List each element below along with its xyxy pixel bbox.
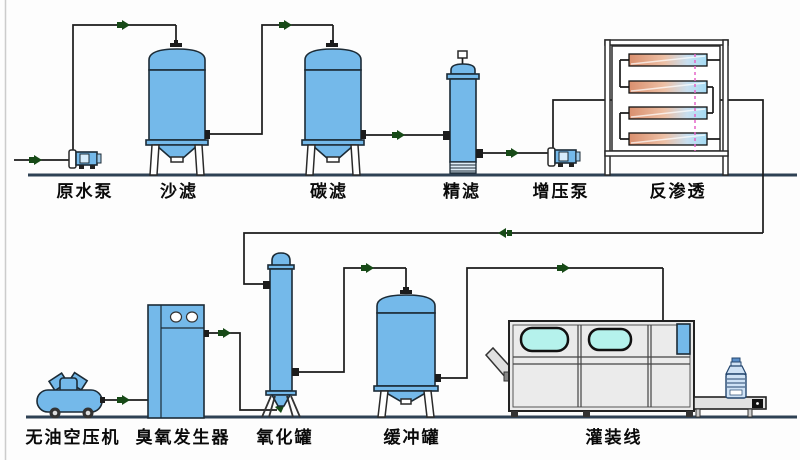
fine-filter-column xyxy=(443,50,483,174)
reverse-osmosis-unit xyxy=(604,39,729,176)
label-ozone-generator: 臭氧发生器 xyxy=(135,428,231,448)
ozone-dial-right xyxy=(185,311,199,323)
ozone-dial-left xyxy=(169,311,183,323)
valve-rawpump-discharge xyxy=(117,20,130,30)
valves xyxy=(29,20,570,413)
ozone-generator-cabinet xyxy=(147,304,209,419)
valve-ozone-outlet xyxy=(218,328,231,338)
raw-water-pump xyxy=(68,149,102,170)
filling-line-machine xyxy=(484,320,767,418)
membrane-highlights xyxy=(630,55,706,144)
outfeed-conveyor xyxy=(693,396,767,418)
machine-blue-panel xyxy=(676,323,691,355)
porthole-window-1 xyxy=(519,326,570,353)
sand-filter-tank xyxy=(145,39,211,176)
label-raw-water-pump: 原水泵 xyxy=(56,182,114,202)
label-sand-filter: 沙滤 xyxy=(160,182,198,202)
buffer-tank xyxy=(373,287,441,418)
valve-ro-transfer xyxy=(498,228,512,238)
pipe-booster-to-ro xyxy=(552,99,612,149)
label-filling-line: 灌装线 xyxy=(585,428,643,448)
oil-free-air-compressor xyxy=(36,371,105,419)
valve-carbon-outlet xyxy=(392,130,405,140)
water-bottle xyxy=(725,357,747,399)
valve-sand-outlet xyxy=(279,20,292,30)
pipe-ozone-to-oxidation xyxy=(208,332,277,411)
label-buffer-tank: 缓冲罐 xyxy=(383,428,441,448)
label-carbon-filter: 碳滤 xyxy=(310,182,348,202)
oxidation-tank-column xyxy=(261,252,301,418)
valve-oxidation-outlet xyxy=(361,263,374,273)
booster-pump xyxy=(547,147,581,168)
valve-buffer-outlet xyxy=(557,263,570,273)
porthole-window-2 xyxy=(587,327,633,352)
label-oxidation-tank: 氧化罐 xyxy=(256,428,314,448)
pipe-ro-to-oxidation xyxy=(243,232,763,285)
carbon-filter-tank xyxy=(301,39,367,176)
pipe-ro-outlet xyxy=(720,99,764,233)
pipe-oxidation-to-buffer xyxy=(296,267,407,373)
label-reverse-osmosis: 反渗透 xyxy=(649,182,707,202)
valve-fine-outlet xyxy=(506,148,519,158)
label-fine-filter: 精滤 xyxy=(443,182,481,202)
membrane-connectors xyxy=(619,59,720,140)
valve-feed xyxy=(29,155,42,165)
label-booster-pump: 增压泵 xyxy=(532,182,590,202)
label-air-compressor: 无油空压机 xyxy=(25,428,121,448)
valve-compressor-outlet xyxy=(117,395,130,405)
